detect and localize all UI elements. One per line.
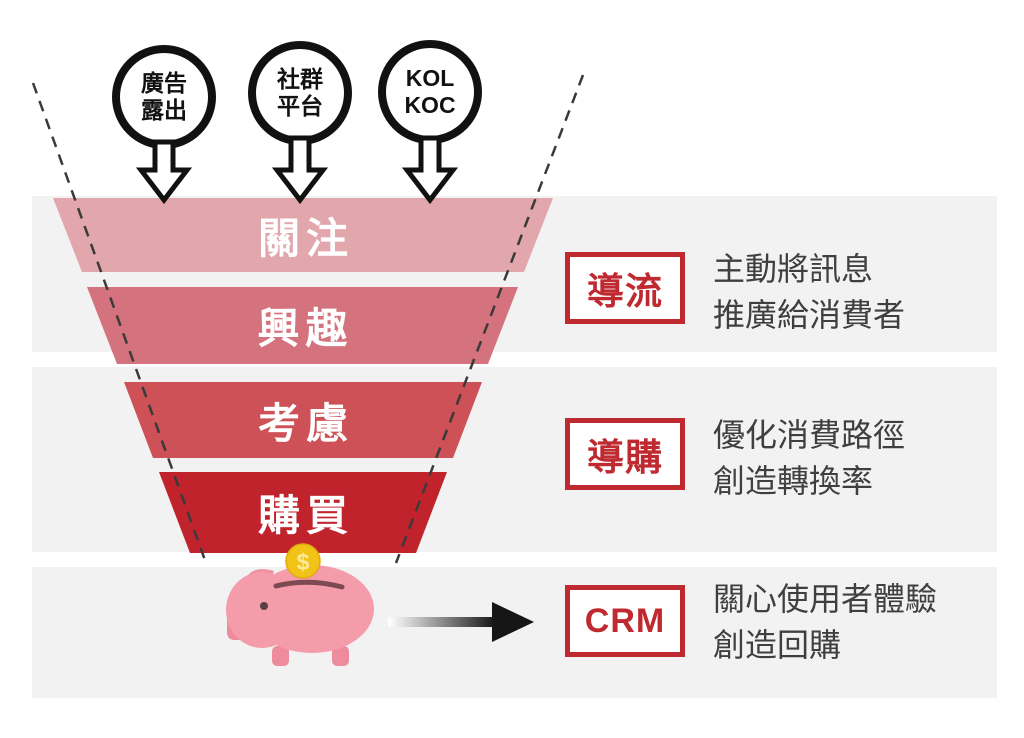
stage-description-conversion: 優化消費路徑 創造轉換率 — [713, 412, 905, 504]
source-circle-social: 社群 平台 — [248, 41, 352, 145]
stage-description-line: 關心使用者體驗 — [713, 581, 938, 617]
funnel-level-interest: 興趣 — [87, 287, 518, 364]
down-arrow-icon — [401, 135, 459, 205]
funnel-level-purchase: 購買 — [159, 472, 447, 553]
source-circle-ads: 廣告 露出 — [112, 45, 216, 149]
stage-tag-label: 導流 — [587, 271, 663, 312]
source-label-line: KOC — [404, 92, 456, 118]
stage-tag-traffic: 導流 — [565, 252, 685, 324]
stage-description-line: 創造回購 — [713, 627, 842, 663]
funnel-level-label: 購買 — [257, 492, 354, 539]
stage-description-traffic: 主動將訊息 推廣給消費者 — [713, 246, 905, 338]
funnel-level-label: 關注 — [257, 214, 354, 262]
stage-description-line: 優化消費路徑 — [713, 417, 906, 453]
stage-description-line: 推廣給消費者 — [713, 297, 906, 333]
source-label-line: 社群 — [277, 66, 323, 92]
down-arrow-icon — [135, 139, 193, 205]
down-arrow-icon — [271, 135, 329, 205]
stage-tag-label: 導購 — [587, 437, 663, 478]
stage-tag-conversion: 導購 — [565, 418, 685, 490]
source-label-line: 廣告 — [141, 70, 187, 96]
source-circle-kol-koc: KOL KOC — [378, 40, 482, 144]
funnel-level-label: 考慮 — [257, 399, 354, 447]
stage-tag-crm: CRM — [565, 585, 685, 657]
source-label-line: 露出 — [141, 97, 187, 123]
source-label-line: KOL — [405, 65, 455, 91]
stage-description-line: 主動將訊息 — [713, 251, 874, 287]
funnel-level-consideration: 考慮 — [124, 382, 482, 458]
stage-tag-label: CRM — [584, 601, 666, 640]
source-label-line: 平台 — [277, 93, 323, 119]
stage-description-line: 創造轉換率 — [713, 463, 874, 499]
stage-description-crm: 關心使用者體驗 創造回購 — [713, 576, 937, 668]
funnel-level-label: 興趣 — [257, 305, 354, 352]
funnel-level-attention: 關注 — [53, 198, 553, 272]
